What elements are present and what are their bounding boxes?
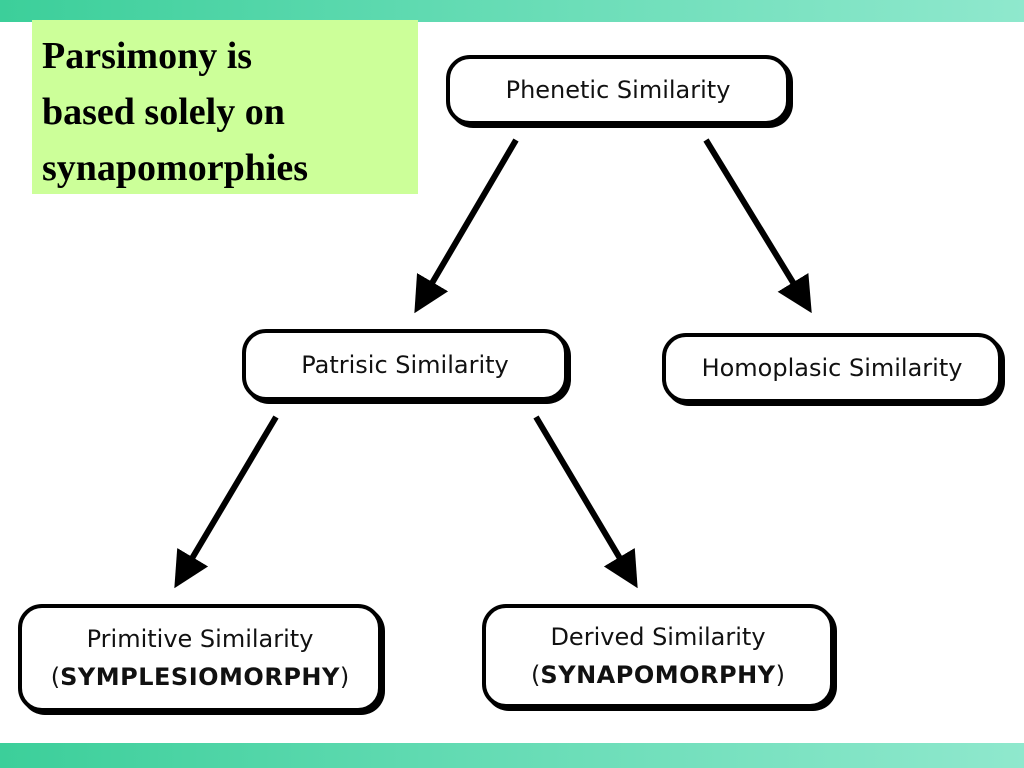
close-paren: ) [775, 661, 785, 689]
arrow-patrisic-to-derived [533, 415, 638, 589]
node-term-line: (SYMPLESIOMORPHY) [51, 658, 350, 696]
node-phenetic-similarity: Phenetic Similarity [446, 55, 790, 125]
node-homoplasic-similarity: Homoplasic Similarity [662, 333, 1002, 403]
open-paren: ( [531, 661, 541, 689]
node-label: Derived Similarity [550, 623, 766, 651]
node-patrisic-similarity: Patrisic Similarity [242, 329, 568, 401]
node-term-line: (SYNAPOMORPHY) [531, 656, 785, 694]
arrow-phenetic-to-patrisic [414, 138, 519, 314]
callout-line-1: Parsimony is [42, 35, 253, 77]
open-paren: ( [50, 663, 61, 691]
close-paren: ) [339, 663, 350, 691]
node-term: SYMPLESIOMORPHY [60, 663, 340, 691]
parsimony-callout: Parsimony is based solely on synapomorph… [32, 20, 418, 194]
node-derived-similarity: Derived Similarity (SYNAPOMORPHY) [482, 604, 834, 708]
node-label: Phenetic Similarity [505, 76, 731, 104]
node-term: SYNAPOMORPHY [540, 661, 776, 689]
bottom-accent-band [0, 743, 1024, 768]
node-primitive-similarity: Primitive Similarity (SYMPLESIOMORPHY) [18, 604, 382, 712]
arrow-patrisic-to-primitive [174, 415, 279, 589]
arrow-phenetic-to-homoplasic [703, 138, 812, 314]
top-accent-band [0, 0, 1024, 22]
callout-line-2: based solely on [42, 91, 285, 133]
node-label: Patrisic Similarity [301, 351, 509, 379]
callout-line-3: synapomorphies [42, 147, 309, 189]
node-label: Homoplasic Similarity [701, 354, 963, 382]
node-label: Primitive Similarity [86, 625, 314, 653]
